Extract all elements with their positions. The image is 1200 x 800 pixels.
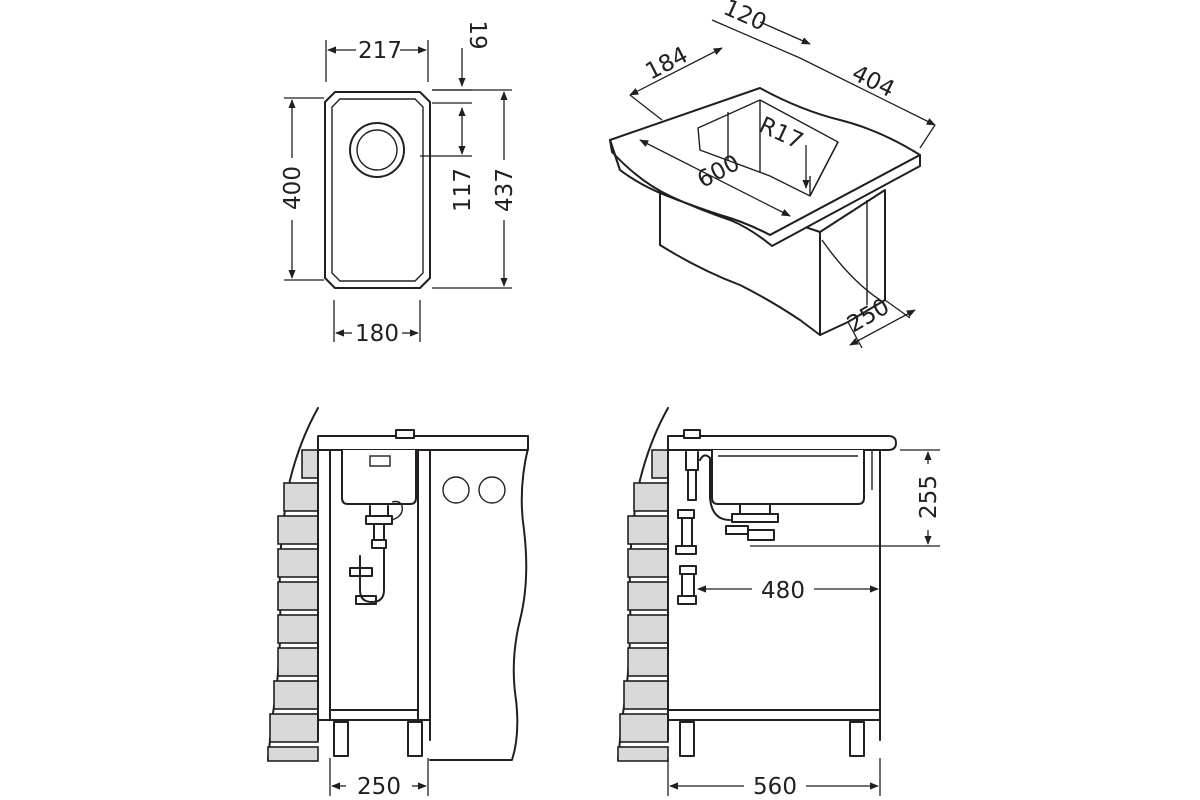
side-waste-trap (349, 505, 393, 605)
dim-437: 437 (492, 168, 518, 212)
dim-400: 400 (280, 166, 306, 210)
iso-bowl-cut (821, 239, 881, 301)
dim-180: 180 (355, 321, 399, 347)
dim-480: 480 (761, 578, 805, 604)
side-sink-bowl (341, 450, 417, 505)
front-worktop (667, 435, 897, 451)
side-worktop (317, 435, 529, 451)
dim-19: 19 (464, 20, 490, 49)
front-view: 255 480 560 (617, 407, 942, 800)
drain-inner-circle (356, 129, 398, 171)
dim-255: 255 (916, 475, 942, 519)
dim-117: 117 (450, 168, 476, 212)
drain-outer-circle (349, 122, 405, 178)
front-sink-bowl (711, 450, 865, 505)
front-waste-pipes (675, 451, 779, 605)
dim-217: 217 (358, 38, 402, 64)
side-pipe-circle-1 (442, 476, 470, 504)
top-view: 217 19 117 437 400 180 (280, 20, 518, 347)
side-cutaway-edge (429, 447, 529, 761)
side-view: 250 (267, 407, 529, 800)
side-tap-hole (395, 429, 415, 439)
isometric-view: R17 120 184 404 600 250 (609, 0, 936, 349)
dim-404: 404 (848, 60, 899, 103)
sink-inner-outline (331, 98, 424, 282)
front-brick-wall (617, 449, 669, 762)
dim-560: 560 (753, 774, 797, 800)
side-brick-wall (267, 449, 319, 762)
dim-120: 120 (720, 0, 771, 36)
dim-184: 184 (641, 42, 692, 85)
sink-outer-outline (324, 91, 431, 289)
side-pipe-circle-2 (478, 476, 506, 504)
dim-250-side: 250 (357, 774, 401, 800)
